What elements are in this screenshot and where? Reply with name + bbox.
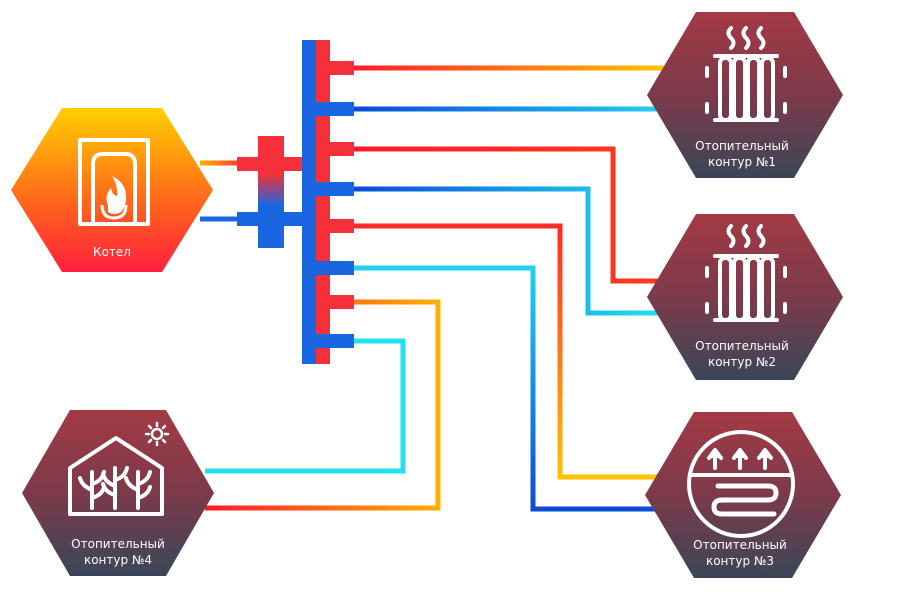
- circuit-2-label-line1: Отопительный: [695, 339, 789, 353]
- pipe-circuit-2-return: [352, 186, 662, 316]
- pipe-circuit-2-supply: [352, 146, 662, 284]
- circuit-3-label-line2: контур №3: [706, 554, 774, 568]
- radiator-icon: [705, 26, 787, 122]
- separator-hot-link: [283, 157, 305, 171]
- separator-cold-arm: [237, 212, 259, 226]
- circuit-3-node[interactable]: Отопительный контур №3: [645, 412, 841, 578]
- manifold-outlets: [316, 61, 354, 348]
- radiator-icon: [705, 224, 787, 322]
- pipe-circuit-4-return: [205, 338, 406, 474]
- boiler-label: Котел: [93, 245, 131, 259]
- distribution-manifold: [237, 40, 354, 364]
- boiler-node[interactable]: Котел: [11, 108, 213, 272]
- boiler-icon: [78, 138, 150, 226]
- manifold-return-bar: [302, 40, 316, 364]
- sun-icon: [144, 421, 170, 447]
- circuit-3-label-line1: Отопительный: [693, 538, 787, 552]
- separator-cold-link: [283, 212, 303, 226]
- circuit-1-label-line1: Отопительный: [695, 139, 789, 153]
- circuit-2-node[interactable]: Отопительный контур №2: [647, 214, 843, 380]
- underfloor-heating-icon: [687, 430, 795, 538]
- circuit-4-hexagon: [22, 410, 214, 576]
- circuit-4-label-line2: контур №4: [84, 553, 152, 567]
- circuit-4-node[interactable]: Отопительный контур №4: [22, 410, 214, 576]
- separator-body: [258, 174, 284, 206]
- pipe-circuit-4-supply: [205, 299, 441, 511]
- separator-bottom: [258, 204, 284, 248]
- pipe-circuit-3-return: [352, 265, 662, 512]
- pipe-circuit-3-supply: [352, 223, 662, 480]
- circuit-1-node[interactable]: Отопительный контур №1: [647, 12, 843, 178]
- circuit-2-label-line2: контур №2: [708, 355, 776, 369]
- manifold-supply-bar: [316, 40, 330, 364]
- greenhouse-icon: [68, 421, 170, 516]
- circuit-4-label-line1: Отопительный: [71, 537, 165, 551]
- circuit-1-label-line2: контур №1: [708, 155, 776, 169]
- circuit-3-hexagon: [645, 412, 841, 578]
- separator-top: [258, 136, 284, 176]
- separator-hot-arm: [237, 157, 259, 171]
- boiler-hexagon: [11, 108, 213, 272]
